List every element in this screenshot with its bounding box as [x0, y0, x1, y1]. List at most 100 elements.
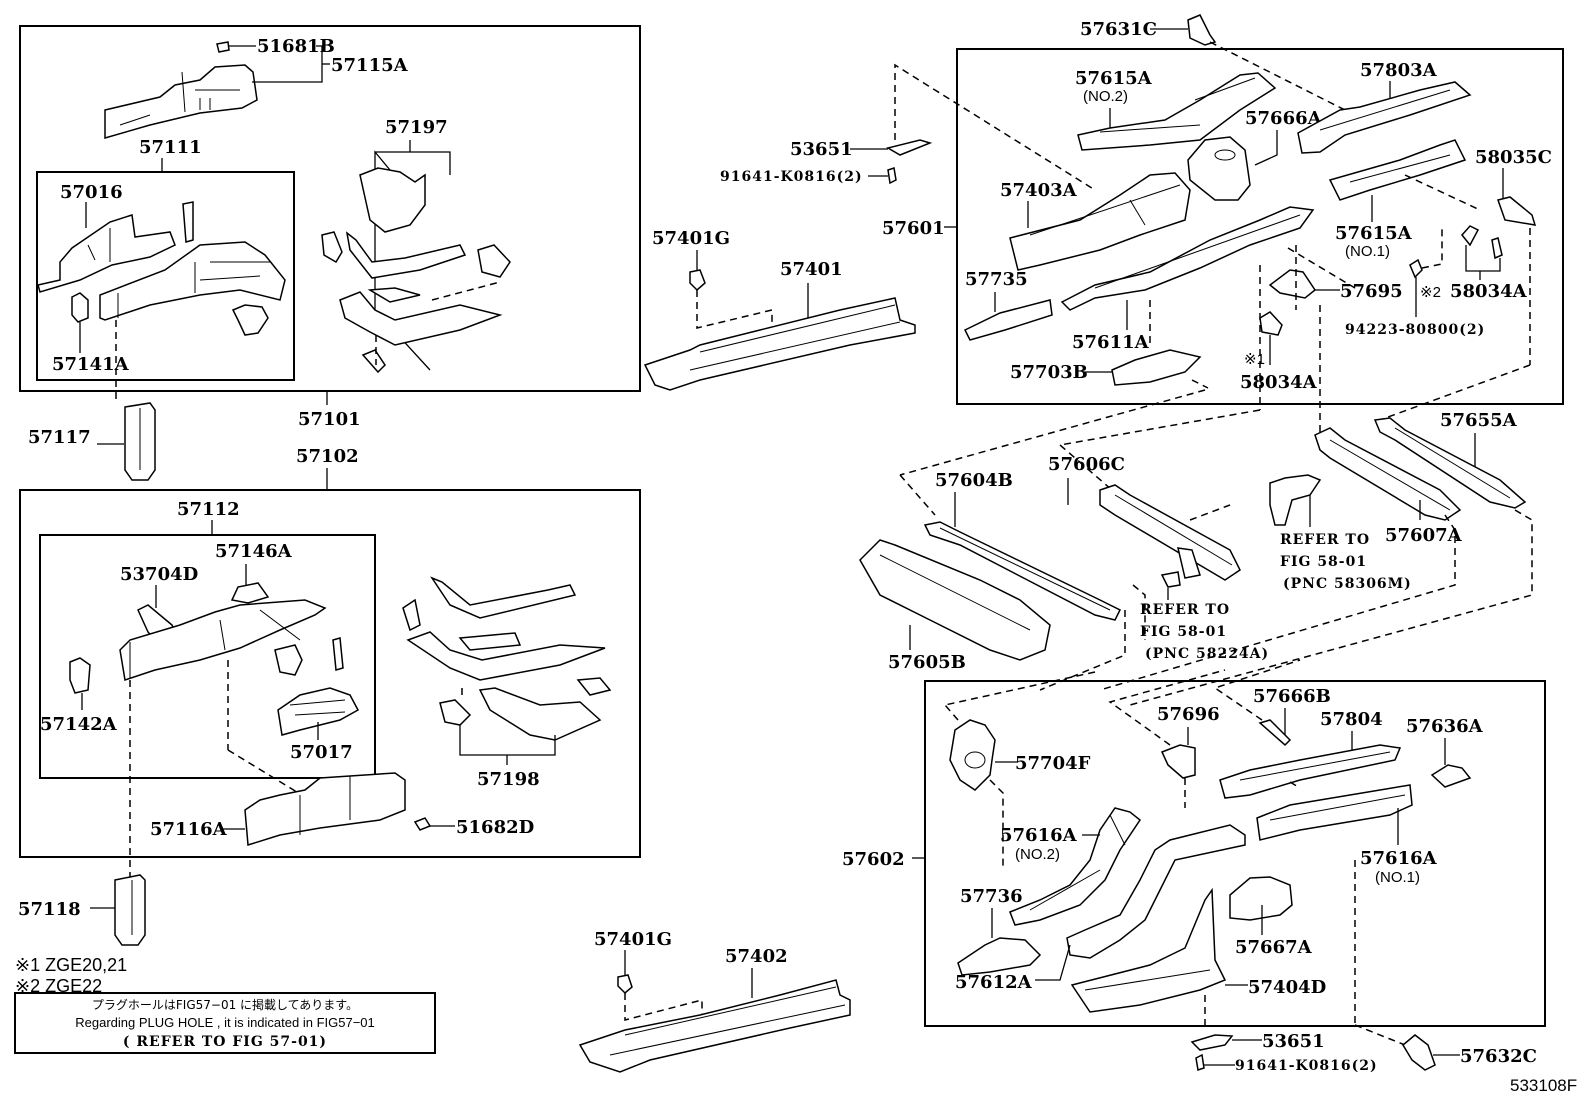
label-53704D[interactable]: 53704D: [120, 564, 198, 585]
part-91641-bot-drawing[interactable]: [1195, 1053, 1205, 1071]
part-57401G-bot-drawing[interactable]: [617, 974, 633, 995]
label-91641-bot[interactable]: 91641-K0816(2): [1235, 1058, 1378, 1074]
label-57631C[interactable]: 57631C: [1080, 19, 1157, 40]
label-53651-bot[interactable]: 53651: [1262, 1031, 1325, 1052]
label-57115A[interactable]: 57115A: [331, 55, 409, 76]
label-58034A-m2[interactable]: 58034A: [1450, 281, 1528, 302]
label-57615A-no2[interactable]: 57615A: [1075, 68, 1153, 89]
label-57198[interactable]: 57198: [477, 769, 540, 790]
label-57118[interactable]: 57118: [18, 899, 81, 920]
label-57403A[interactable]: 57403A: [1000, 180, 1078, 201]
part-57612A-drawing[interactable]: [1066, 824, 1246, 959]
label-57655A[interactable]: 57655A: [1440, 410, 1518, 431]
label-58034A-m1[interactable]: 58034A: [1240, 372, 1318, 393]
label-57601[interactable]: 57601: [882, 218, 945, 239]
part-94223-drawing[interactable]: [1409, 258, 1423, 279]
label-57667A[interactable]: 57667A: [1235, 937, 1313, 958]
part-58035C-drawing[interactable]: [1497, 196, 1537, 226]
label-57111[interactable]: 57111: [139, 137, 202, 158]
part-58034A-m2-b-drawing[interactable]: [1491, 237, 1503, 260]
part-57736-drawing[interactable]: [957, 937, 1042, 976]
ref-58224A-line1[interactable]: REFER TO: [1140, 602, 1230, 618]
part-57605B-drawing[interactable]: [859, 539, 1051, 661]
label-58035C[interactable]: 58035C: [1475, 147, 1552, 168]
part-91641-top-drawing[interactable]: [887, 167, 897, 185]
part-57401-drawing[interactable]: [643, 297, 916, 391]
label-57117[interactable]: 57117: [28, 427, 91, 448]
part-57112-bracket-a-drawing[interactable]: [274, 644, 303, 676]
label-57141A[interactable]: 57141A: [52, 354, 130, 375]
part-57111-rail-drawing[interactable]: [99, 241, 286, 321]
part-58306M-drawing[interactable]: [1269, 474, 1322, 526]
part-53651-top-drawing[interactable]: [886, 139, 933, 156]
part-57607A-drawing[interactable]: [1314, 427, 1462, 521]
part-57636A-drawing[interactable]: [1430, 764, 1472, 788]
part-57112-rail-drawing[interactable]: [119, 599, 327, 681]
label-57401G-top[interactable]: 57401G: [652, 228, 730, 249]
label-57102[interactable]: 57102: [296, 446, 359, 467]
part-57631C-drawing[interactable]: [1187, 14, 1217, 46]
group-57197-parts-drawing[interactable]: [321, 167, 511, 374]
label-57142A[interactable]: 57142A: [40, 714, 118, 735]
part-57632C-drawing[interactable]: [1402, 1034, 1436, 1071]
part-57111-tab-drawing[interactable]: [182, 201, 194, 243]
part-57016-drawing[interactable]: [37, 214, 176, 293]
part-51682D-drawing[interactable]: [413, 817, 432, 831]
label-57735[interactable]: 57735: [965, 269, 1028, 290]
plug-hole-note-ref[interactable]: ( REFER TO FIG 57-01): [123, 1034, 327, 1050]
ref-58306M-line3[interactable]: (PNC 58306M): [1283, 576, 1412, 592]
label-57602[interactable]: 57602: [842, 849, 905, 870]
label-57703B[interactable]: 57703B: [1010, 362, 1088, 383]
label-57017[interactable]: 57017: [290, 742, 353, 763]
part-57604B-drawing[interactable]: [923, 521, 1122, 621]
label-57607A[interactable]: 57607A: [1385, 525, 1463, 546]
label-57616A-no2[interactable]: 57616A: [1000, 825, 1078, 846]
part-57111-bracket-drawing[interactable]: [231, 304, 269, 336]
label-57612A[interactable]: 57612A: [955, 972, 1033, 993]
part-57803A-drawing[interactable]: [1297, 81, 1472, 154]
label-57112[interactable]: 57112: [177, 499, 240, 520]
label-57736[interactable]: 57736: [960, 886, 1023, 907]
label-57401[interactable]: 57401: [780, 259, 843, 280]
part-57118-drawing[interactable]: [114, 874, 146, 946]
label-57402[interactable]: 57402: [725, 946, 788, 967]
label-91641-top[interactable]: 91641-K0816(2): [720, 169, 863, 185]
label-57696[interactable]: 57696: [1157, 704, 1220, 725]
label-57704F[interactable]: 57704F: [1015, 753, 1091, 774]
label-57666A[interactable]: 57666A: [1245, 108, 1323, 129]
part-57804-drawing[interactable]: [1219, 744, 1402, 799]
label-57632C[interactable]: 57632C: [1460, 1046, 1537, 1067]
ref-58306M-line2[interactable]: FIG 58-01: [1280, 554, 1367, 570]
label-57606C[interactable]: 57606C: [1048, 454, 1125, 475]
label-57605B[interactable]: 57605B: [888, 652, 966, 673]
label-57803A[interactable]: 57803A: [1360, 60, 1438, 81]
ref-58306M-line1[interactable]: REFER TO: [1280, 532, 1370, 548]
part-57695-drawing[interactable]: [1268, 269, 1317, 299]
ref-58224A-line2[interactable]: FIG 58-01: [1140, 624, 1227, 640]
label-57804[interactable]: 57804: [1320, 709, 1383, 730]
label-57615A-no1[interactable]: 57615A: [1335, 223, 1413, 244]
part-58034A-m1-drawing[interactable]: [1259, 311, 1283, 336]
part-57615A-no2-drawing[interactable]: [1077, 72, 1277, 151]
part-57402-drawing[interactable]: [578, 979, 851, 1073]
label-57636A[interactable]: 57636A: [1406, 716, 1484, 737]
part-57017-drawing[interactable]: [277, 687, 360, 736]
part-57616A-no1-drawing[interactable]: [1256, 784, 1413, 841]
label-57604B[interactable]: 57604B: [935, 470, 1013, 491]
label-53651-top[interactable]: 53651: [790, 139, 853, 160]
label-57116A[interactable]: 57116A: [150, 819, 228, 840]
part-57696-drawing[interactable]: [1160, 744, 1196, 779]
part-57606C-drawing[interactable]: [1099, 484, 1241, 588]
part-57616A-no2-drawing[interactable]: [1009, 807, 1142, 926]
ref-58224A-line3[interactable]: (PNC 58224A): [1145, 646, 1269, 662]
part-57611A-drawing[interactable]: [1060, 206, 1315, 311]
label-57197[interactable]: 57197: [385, 117, 448, 138]
part-57116A-drawing[interactable]: [244, 772, 406, 846]
part-57112-bracket-b-drawing[interactable]: [332, 637, 344, 671]
label-57616A-no1[interactable]: 57616A: [1360, 848, 1438, 869]
part-57667A-drawing[interactable]: [1229, 876, 1293, 921]
label-57401G-bot[interactable]: 57401G: [594, 929, 672, 950]
part-57615A-no1-drawing[interactable]: [1328, 139, 1467, 201]
part-58034A-m2-a-drawing[interactable]: [1461, 225, 1480, 247]
part-57666B-drawing[interactable]: [1258, 719, 1292, 747]
